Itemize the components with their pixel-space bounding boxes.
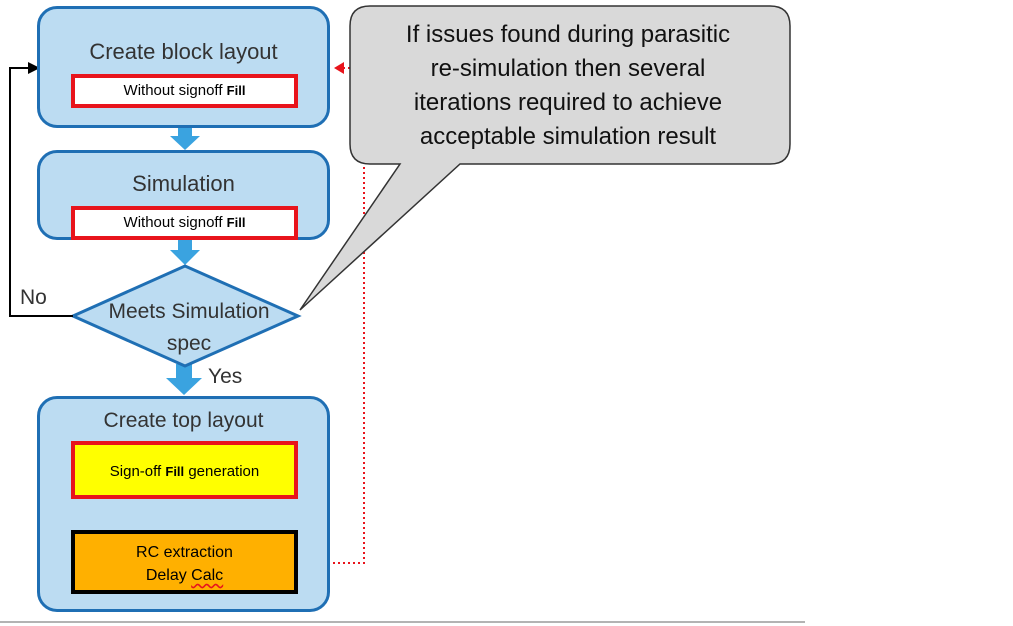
create-top-layout-title: Create top layout [103, 409, 264, 432]
block-without-signoff-fill-note: Without signoff Fill [71, 74, 298, 108]
calc-word: Calc [191, 567, 224, 584]
rc-extraction-line2: Delay Calc [75, 564, 294, 587]
red-feedback-arrowhead [334, 62, 344, 74]
delay-word: Delay [145, 567, 192, 584]
callout-text: If issues found during parasitic re-simu… [358, 18, 778, 154]
fill-gen-fill: Fill [165, 464, 185, 479]
no-loop-arrowhead [28, 62, 40, 74]
flow-arrow-sim-to-decision [170, 240, 200, 265]
no-label: No [20, 286, 47, 309]
flow-arrow-decision-to-top [166, 364, 202, 395]
flow-arrow-block-to-sim [170, 128, 200, 150]
decision-label-line1: Meets Simulation [108, 300, 270, 323]
callout-line-3: iterations required to achieve [413, 89, 723, 116]
simulation-title: Simulation [132, 171, 235, 196]
callout-line-1: If issues found during parasitic [405, 21, 731, 48]
block-note-fill: Fill [226, 83, 246, 98]
block-note-prefix: Without signoff [123, 82, 227, 99]
decision-diamond [69, 264, 302, 368]
yes-label: Yes [208, 365, 243, 388]
sim-without-signoff-fill-note: Without signoff Fill [71, 206, 298, 240]
sim-note-fill: Fill [226, 215, 246, 230]
create-block-layout-box: Create block layout [37, 6, 330, 128]
no-loop-line [9, 67, 73, 317]
signoff-fill-generation-note: Sign-off Fill generation [71, 441, 298, 499]
callout-line-2: re-simulation then several [430, 55, 706, 82]
decision-label: Meets Simulation spec [75, 296, 303, 360]
fill-gen-prefix: Sign-off [109, 463, 166, 480]
callout-line-4: acceptable simulation result [419, 123, 717, 150]
rc-extraction-line1: RC extraction [136, 544, 233, 561]
create-block-layout-title: Create block layout [89, 39, 278, 64]
callout-bubble [299, 5, 791, 311]
decision-label-line2: spec [166, 332, 212, 355]
fill-gen-suffix: generation [184, 463, 260, 480]
sim-note-prefix: Without signoff [123, 214, 227, 231]
rc-extraction-note: RC extraction Delay Calc [71, 530, 298, 594]
